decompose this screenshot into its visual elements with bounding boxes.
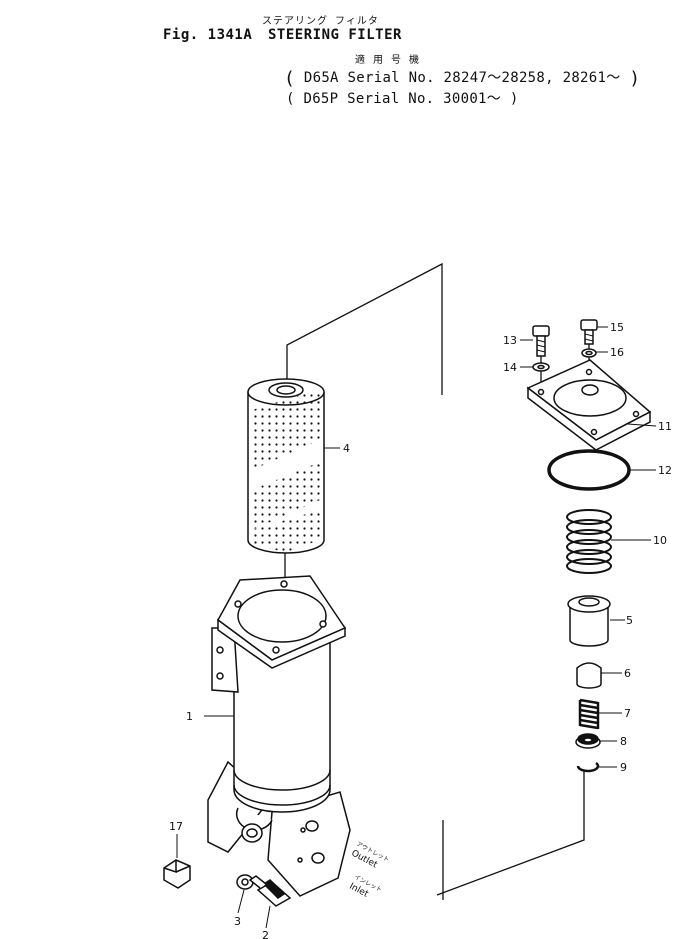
callout-15: 15 (610, 321, 624, 334)
callout-1: 1 (186, 710, 193, 723)
washer-14 (532, 362, 550, 372)
callout-12: 12 (658, 464, 672, 477)
filter-housing (207, 575, 351, 897)
applicable-japanese: 適 用 号 機 (355, 55, 421, 66)
bolt-13 (532, 325, 550, 357)
serial-model-1: D65A (303, 70, 339, 86)
plug (163, 859, 191, 889)
callout-16: 16 (610, 346, 624, 359)
callout-6: 6 (624, 667, 631, 680)
bolt-15 (580, 319, 598, 345)
spring (566, 509, 612, 574)
washer-3 (236, 874, 254, 890)
callout-8: 8 (620, 735, 627, 748)
serial-row-1: ( D65A Serial No. 28247～28258, 28261～ ) (284, 68, 641, 89)
cover (526, 359, 652, 451)
washer-16 (581, 348, 597, 358)
filter-element (247, 378, 325, 554)
callout-17: 17 (169, 820, 183, 833)
callout-11: 11 (658, 420, 672, 433)
bolt-2 (248, 875, 292, 907)
serial-text-1: Serial No. 28247～28258, 28261～ (347, 70, 621, 86)
figure-title: STEERING FILTER (268, 27, 402, 43)
callout-3: 3 (234, 915, 241, 928)
valve-cup (567, 595, 611, 647)
title-japanese: ステアリング フィルタ (262, 16, 379, 27)
valve (576, 662, 602, 689)
figure-label: Fig. 1341A (163, 27, 253, 43)
serial-text-2: Serial No. 30001～ (347, 91, 502, 107)
callout-numbers: 4 1 3 2 17 5 6 7 8 9 10 12 11 13 14 15 1… (169, 321, 672, 939)
callout-10: 10 (653, 534, 667, 547)
serial-model-2: D65P (303, 91, 339, 107)
serial-row-2: ( D65P Serial No. 30001～ ) (286, 91, 519, 107)
leader-lines (176, 326, 657, 929)
callout-9: 9 (620, 761, 627, 774)
callout-7: 7 (624, 707, 631, 720)
small-spring (578, 698, 600, 730)
retainer (575, 733, 601, 749)
port-labels: アウトレット Outlet インレット Inlet (347, 840, 390, 900)
snap-ring (576, 761, 600, 773)
callout-5: 5 (626, 614, 633, 627)
callout-2: 2 (262, 929, 269, 939)
callout-4: 4 (343, 442, 350, 455)
o-ring (547, 449, 631, 491)
callout-14: 14 (503, 361, 517, 374)
callout-13: 13 (503, 334, 517, 347)
